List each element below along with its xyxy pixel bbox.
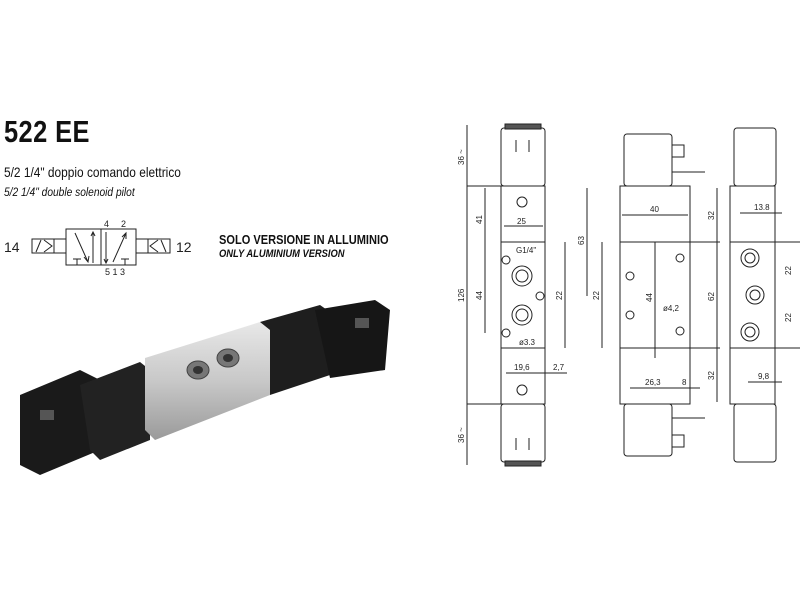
coil-bottom [500,403,546,463]
coil-top [500,127,546,187]
coil-bottom-side [623,403,673,457]
port-14-label: 14 [4,239,20,255]
connector-pin [355,318,369,328]
dim-coil-top: 36 ~ [457,149,466,165]
dim-8: 8 [682,378,687,387]
dim-22: 22 [555,291,564,300]
dim-32-top: 32 [707,211,716,220]
dim-44-middle: 44 [645,293,654,302]
dim-9-8: 9,8 [758,372,770,381]
valve-symbol: 14 12 4 2 5 1 3 [4,219,192,277]
right-end-cap [260,305,330,395]
dim-thread: G1/4" [516,246,536,255]
port-4-label: 4 [104,219,109,229]
dim-63: 63 [577,236,586,245]
dim-22-right-a: 22 [784,266,793,275]
dim-hole-3-3: ø3.3 [519,338,536,347]
product-photo [20,300,390,475]
dim-total-length: 126 [457,288,466,302]
dim-22-middle: 22 [592,291,601,300]
note-english: ONLY ALUMINIUM VERSION [219,248,345,260]
left-end-cap [80,362,150,460]
dim-25: 25 [517,217,526,226]
dim-62: 62 [707,292,716,301]
connector-pin [40,410,54,420]
dim-40: 40 [650,205,659,214]
dim-hole-4-2: ø4,2 [663,304,680,313]
aluminium-body [145,322,270,440]
dim-32-bottom: 32 [707,371,716,380]
dim-41: 41 [475,215,484,224]
port-12-label: 12 [176,239,192,255]
coil-top-end [733,127,777,187]
dim-2-7: 2,7 [553,363,565,372]
right-solenoid [315,300,390,378]
left-solenoid [20,370,100,475]
port-2-label: 2 [121,219,126,229]
dim-22-right-b: 22 [784,313,793,322]
dim-19-6: 19,6 [514,363,530,372]
dim-coil-bottom: 36 ~ [457,427,466,443]
dim-26-3: 26,3 [645,378,661,387]
subtitle-english: 5/2 1/4" double solenoid pilot [4,185,135,199]
coil-bottom-end [733,403,777,463]
dim-44: 44 [475,291,484,300]
port-513-label: 5 1 3 [105,267,125,277]
dim-13-8: 13.8 [754,203,770,212]
subtitle-italian: 5/2 1/4" doppio comando elettrico [4,164,181,180]
coil-top-side [623,133,673,187]
note-italian: SOLO VERSIONE IN ALLUMINIO [219,232,389,247]
product-code: 522 EE [4,114,90,149]
